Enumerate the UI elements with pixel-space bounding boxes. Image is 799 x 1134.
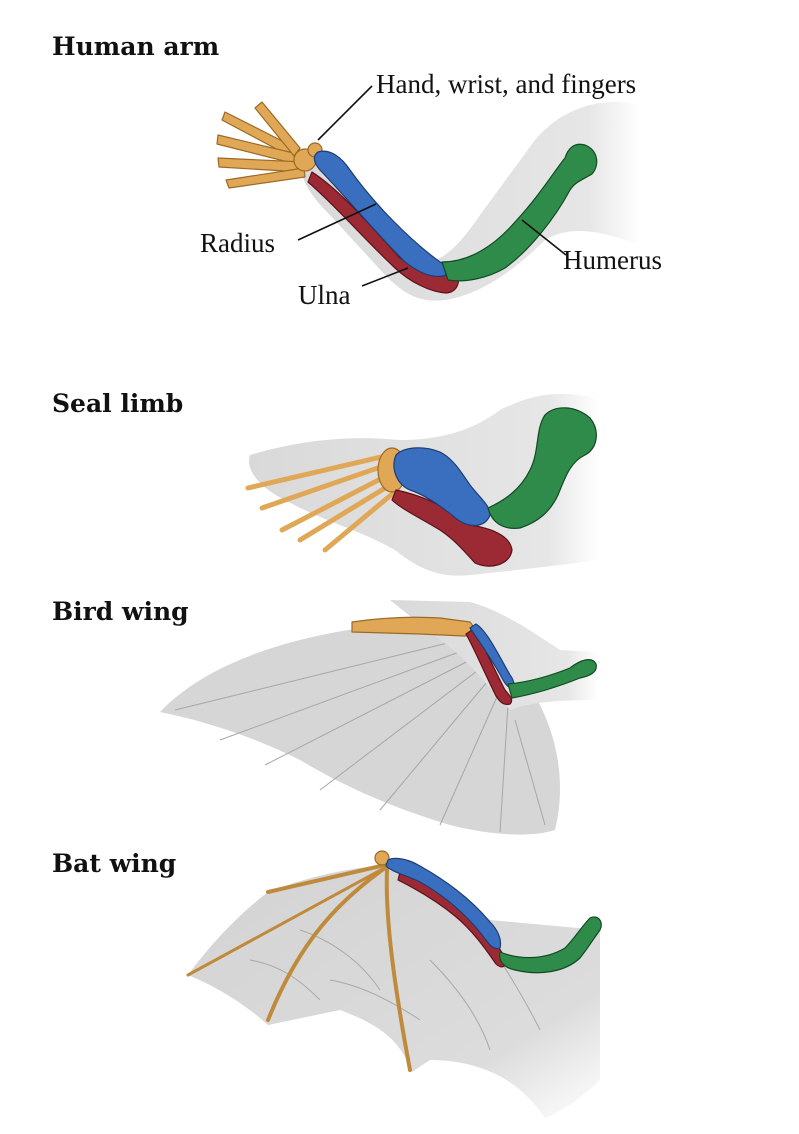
- bird-ulna-bone: [465, 629, 513, 706]
- seal-limb-panel: Seal limb: [52, 389, 600, 576]
- human-radius-bone: [313, 150, 449, 277]
- humerus-leader-line: [521, 219, 567, 256]
- bat-wing-title: Bat wing: [52, 849, 176, 878]
- bird-feathers: [160, 623, 560, 835]
- bat-humerus-bone: [499, 916, 602, 974]
- ulna-leader-line: [361, 267, 409, 287]
- human-humerus-bone: [441, 143, 598, 282]
- radius-label: Radius: [200, 228, 275, 258]
- ulna-label: Ulna: [298, 280, 351, 310]
- bat-membrane: [188, 865, 600, 1118]
- bird-wing-panel: Bird wing: [52, 597, 598, 835]
- seal-limb-title: Seal limb: [52, 389, 183, 418]
- bat-membrane-veins: [249, 929, 541, 1051]
- hand-leader-line: [317, 85, 373, 141]
- seal-digit-bones: [245, 452, 400, 553]
- bat-finger-bones: [186, 863, 412, 1072]
- hand-wrist-fingers-label: Hand, wrist, and fingers: [376, 69, 636, 99]
- humerus-label: Humerus: [563, 245, 662, 275]
- bird-humerus-bone: [507, 659, 597, 699]
- bat-radius-bone: [385, 857, 502, 950]
- bird-hand-bones: [351, 616, 474, 637]
- bat-wing-panel: Bat wing: [52, 849, 602, 1118]
- bird-feather-lines: [174, 639, 546, 833]
- human-hand-bones: [216, 101, 323, 189]
- seal-humerus-bone: [487, 407, 597, 529]
- bird-wing-title: Bird wing: [52, 597, 189, 626]
- human-arm-panel: Human arm Hand, wrist, and fingers Radiu…: [52, 32, 662, 310]
- human-arm-title: Human arm: [52, 32, 219, 61]
- radius-leader-line: [297, 203, 377, 241]
- bat-thumb: [374, 850, 390, 866]
